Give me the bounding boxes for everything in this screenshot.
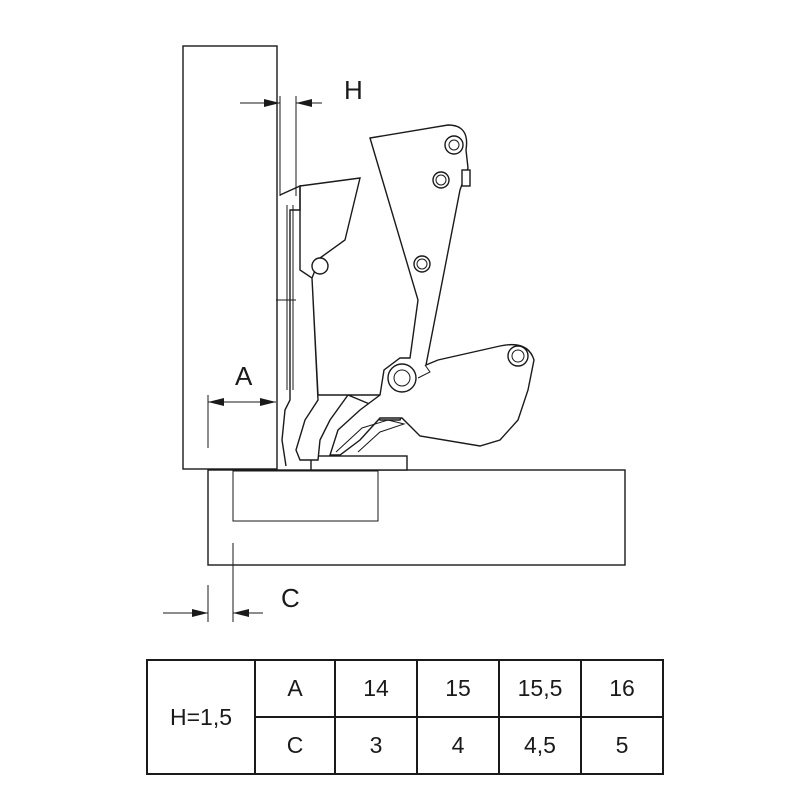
rivet-4 bbox=[507, 345, 529, 367]
hinge-cup-edge bbox=[279, 184, 301, 467]
hinge-body bbox=[329, 124, 535, 456]
table-cell: 4,5 bbox=[498, 716, 582, 775]
table-row: C 3 4 4,5 5 bbox=[147, 716, 664, 775]
table-row: H=1,5 A 14 15 15,5 16 bbox=[146, 659, 664, 775]
rivet-3 bbox=[413, 255, 431, 273]
hinge-diagram: H A C bbox=[163, 45, 626, 622]
latch-tab bbox=[461, 169, 471, 187]
row-key-c: C bbox=[254, 716, 336, 775]
table-header-cell: H=1,5 bbox=[146, 659, 256, 775]
dimension-h-label: H bbox=[344, 75, 363, 105]
pivot-lower-arm bbox=[311, 257, 329, 275]
dimension-table: H=1,5 A 14 15 15,5 16 C 3 4 4,5 5 bbox=[146, 659, 664, 775]
table-cell: 16 bbox=[580, 659, 664, 718]
table-cell: 4 bbox=[416, 716, 500, 775]
dimension-c-label: C bbox=[281, 583, 300, 613]
rivet-5 bbox=[387, 363, 417, 393]
row-key-a: A bbox=[254, 659, 336, 718]
table-cell: 3 bbox=[334, 716, 418, 775]
rivet-2 bbox=[432, 171, 450, 189]
dimension-a-label: A bbox=[235, 361, 253, 391]
door-panel bbox=[182, 45, 278, 470]
table-cell: 5 bbox=[580, 716, 664, 775]
cup-recess bbox=[232, 470, 379, 522]
mounting-plate bbox=[310, 455, 408, 471]
table-cell: 15 bbox=[416, 659, 500, 718]
table-cell: 15,5 bbox=[498, 659, 582, 718]
table-cell: 14 bbox=[334, 659, 418, 718]
cabinet-panel bbox=[207, 469, 626, 566]
rivet-1 bbox=[444, 135, 464, 155]
